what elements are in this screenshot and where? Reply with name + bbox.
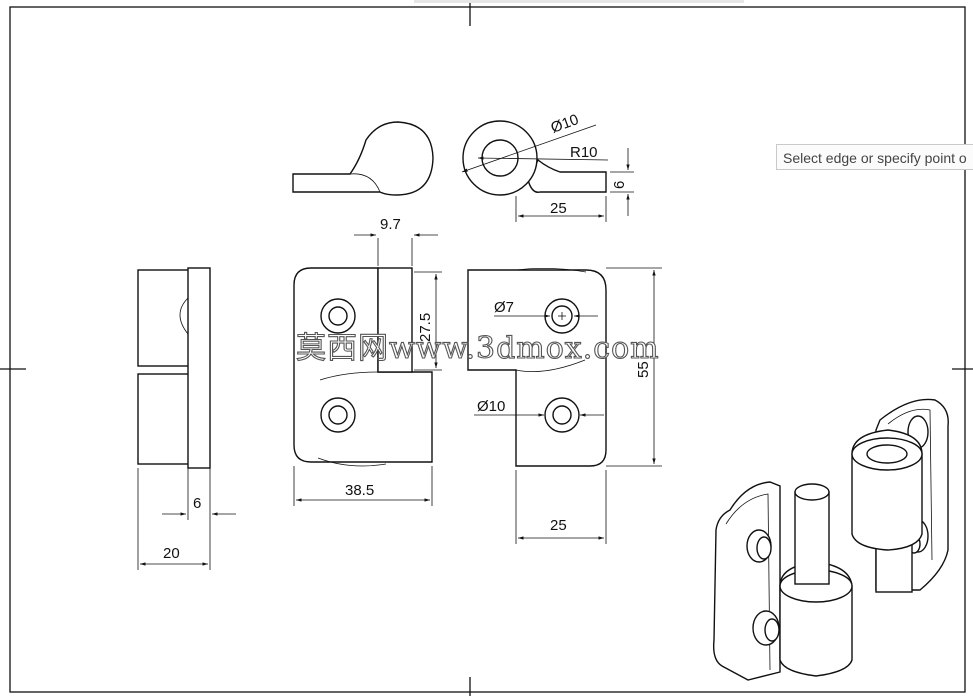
dim-right-dia-small: Ø7	[494, 299, 514, 316]
dim-front-height: 27.5	[417, 313, 434, 342]
dim-right-width: 25	[550, 517, 567, 534]
command-tooltip: Select edge or specify point o	[776, 144, 973, 170]
watermark: 莫西网www.3dmox.com	[296, 331, 660, 366]
sheet-border	[9, 6, 966, 693]
dim-side-width: 20	[163, 545, 180, 562]
dim-top-dia: Ø10	[549, 111, 581, 137]
right-view	[467, 267, 662, 544]
top-tab	[414, 0, 744, 3]
dim-front-width: 38.5	[345, 482, 374, 499]
dim-top-radius: R10	[570, 144, 598, 161]
dim-side-thickness: 6	[193, 495, 201, 512]
dim-top-width: 25	[550, 200, 567, 217]
side-view	[137, 267, 236, 570]
dim-top-height: 6	[611, 181, 628, 189]
isometric-view	[712, 398, 949, 681]
front-view	[293, 233, 442, 506]
top-view-left	[292, 121, 434, 196]
dim-front-slot: 9.7	[380, 216, 401, 233]
dim-right-height: 55	[635, 361, 652, 378]
top-view-right	[461, 120, 634, 222]
dim-right-dia-large: Ø10	[477, 398, 505, 415]
